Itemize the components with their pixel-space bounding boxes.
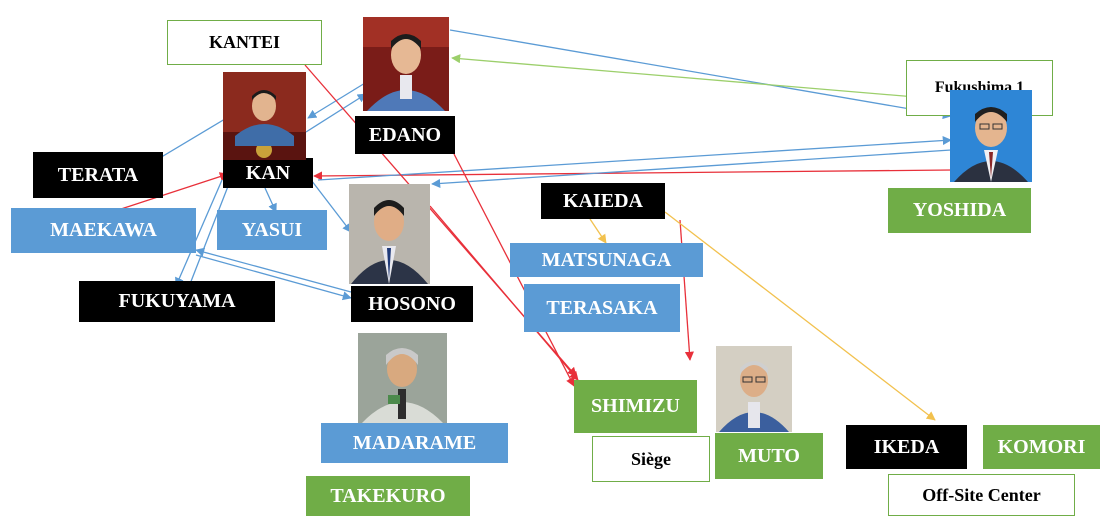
matsunaga-label: MATSUNAGA	[510, 243, 703, 277]
siege-label: Siège	[592, 436, 710, 482]
madarame-label: MADARAME	[321, 423, 508, 463]
shimizu-label: SHIMIZU	[574, 380, 697, 433]
fukuyama-label: FUKUYAMA	[79, 281, 275, 322]
portrait-icon	[349, 184, 430, 284]
edge-edano-kan	[307, 79, 371, 119]
edge-kaieda-ikeda	[664, 211, 936, 421]
edge-kaieda-shimizu	[679, 219, 694, 361]
terasaka-label: TERASAKA	[524, 284, 680, 332]
muto-label: MUTO	[715, 433, 823, 479]
madarame-photo	[358, 333, 447, 423]
edano-label: EDANO	[355, 116, 455, 154]
hosono-label: HOSONO	[351, 286, 473, 322]
hosono-photo	[349, 184, 430, 284]
yasui-label: YASUI	[217, 210, 327, 250]
portrait-icon	[363, 17, 449, 111]
kantei-label: KANTEI	[167, 20, 322, 65]
edano-photo	[363, 17, 449, 111]
kan-label: KAN	[223, 158, 313, 188]
portrait-icon	[950, 90, 1032, 182]
portrait-icon	[358, 333, 447, 423]
offsite-center-label: Off-Site Center	[888, 474, 1075, 516]
edge-yoshida-hosono	[431, 149, 952, 189]
kaieda-label: KAIEDA	[541, 183, 665, 219]
portrait-icon	[716, 346, 792, 432]
edge-kaieda-matsunaga	[589, 218, 607, 244]
komori-label: KOMORI	[983, 425, 1100, 469]
takekuro-label: TAKEKURO	[306, 476, 470, 516]
kan-photo	[223, 72, 306, 160]
terata-label: TERATA	[33, 152, 163, 198]
portrait-icon	[223, 72, 306, 160]
yoshida-label: YOSHIDA	[888, 188, 1031, 233]
muto-photo	[716, 346, 792, 432]
edge-yoshida-kan	[313, 169, 953, 181]
maekawa-label: MAEKAWA	[11, 208, 196, 253]
yoshida-photo	[950, 90, 1032, 182]
edge-edano-yoshida	[449, 29, 952, 120]
ikeda-label: IKEDA	[846, 425, 967, 469]
edge-yoshida-edano	[451, 54, 952, 101]
edge-kan-yasui	[264, 187, 277, 213]
